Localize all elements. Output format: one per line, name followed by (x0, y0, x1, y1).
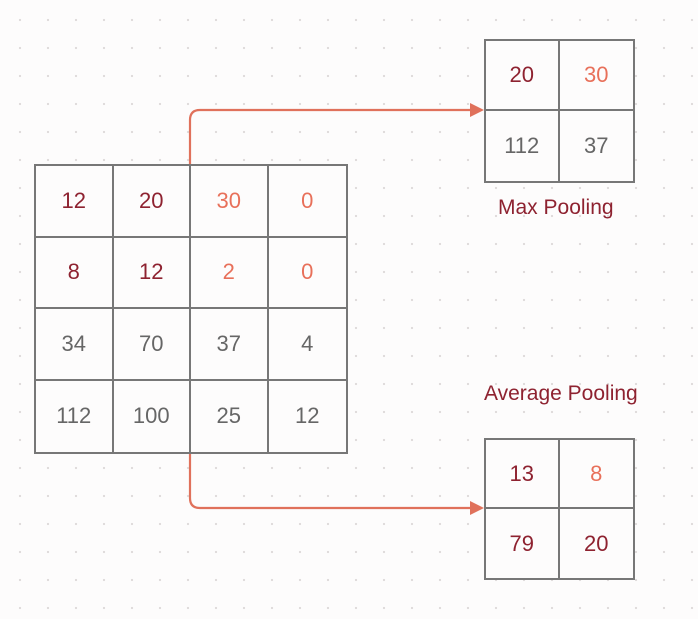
matrix-cell: 37 (191, 309, 269, 381)
max-pooling-matrix: 20 30 112 37 (484, 39, 635, 183)
input-matrix: 12 20 30 0 8 12 2 0 34 70 37 4 112 100 2… (34, 164, 348, 454)
average-pooling-cell: 13 (486, 440, 560, 509)
average-pooling-cell: 20 (584, 530, 609, 556)
matrix-cell: 100 (114, 380, 191, 452)
matrix-cell: 2 (191, 237, 269, 309)
matrix-cell: 112 (36, 380, 114, 452)
matrix-cell: 8 (36, 237, 114, 309)
matrix-cell: 0 (268, 166, 346, 238)
max-pooling-cell: 112 (486, 111, 560, 181)
average-pooling-label: Average Pooling (484, 382, 638, 405)
average-pooling-cell: 79 (486, 509, 560, 578)
average-pooling-cell: 8 (559, 440, 633, 509)
max-pooling-cell: 20 (486, 41, 560, 111)
max-pooling-cell: 30 (559, 41, 633, 111)
matrix-cell: 34 (36, 309, 114, 381)
matrix-cell: 12 (295, 403, 320, 429)
matrix-cell: 70 (113, 309, 191, 381)
average-pooling-matrix: 13 8 79 20 (484, 438, 635, 580)
arrow-to-average-pooling (188, 454, 470, 510)
matrix-cell: 0 (268, 238, 346, 309)
matrix-cell: 12 (36, 166, 114, 238)
matrix-cell: 4 (268, 309, 346, 381)
matrix-cell: 30 (191, 166, 269, 238)
matrix-cell: 20 (113, 166, 191, 238)
matrix-cell: 25 (191, 380, 269, 452)
arrow-to-max-pooling (188, 108, 470, 164)
max-pooling-label: Max Pooling (498, 196, 614, 219)
max-pooling-cell: 37 (584, 133, 609, 158)
arrowhead-average-pooling (470, 501, 484, 515)
arrowhead-max-pooling (470, 103, 484, 117)
matrix-cell: 12 (113, 237, 191, 309)
